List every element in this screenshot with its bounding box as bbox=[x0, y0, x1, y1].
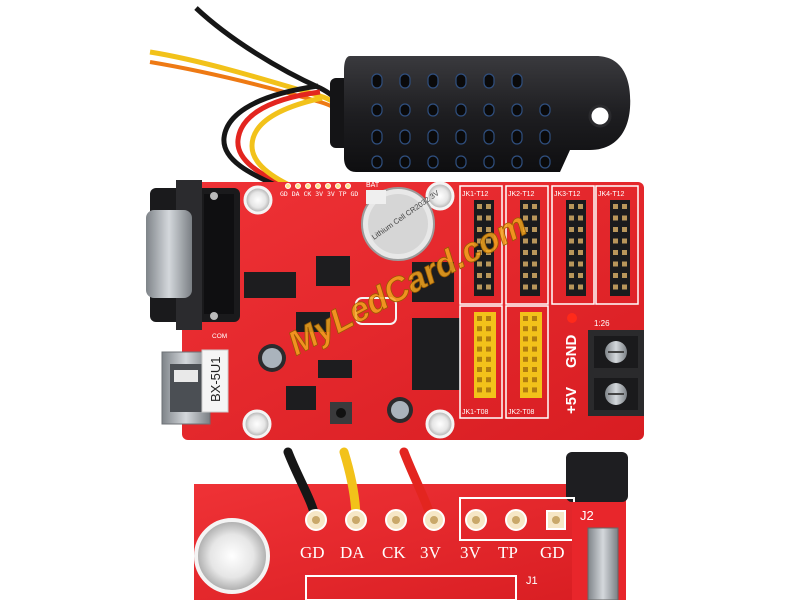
t08-headers: JK1-T08 JK2-T08 bbox=[459, 305, 549, 419]
sensor-vent bbox=[455, 129, 467, 145]
humidity-sensor bbox=[330, 56, 631, 172]
pin-header bbox=[566, 200, 586, 296]
sensor-vent bbox=[427, 73, 439, 89]
power-header-label: 1:26 bbox=[594, 319, 610, 328]
coin-cell-battery: Lithium Cell CR2032 3V bbox=[361, 187, 441, 261]
hub-headers: JK1-T12 JK2-T12 JK3-T12 JK4-T12 bbox=[459, 185, 639, 305]
pin-label: CK bbox=[382, 543, 406, 562]
sensor-vent bbox=[511, 129, 523, 145]
sensor-vent bbox=[483, 129, 495, 145]
mount-hole bbox=[243, 185, 273, 215]
header-label-top: JK4-T12 bbox=[598, 191, 625, 198]
pin-header bbox=[520, 200, 540, 296]
mount-hole bbox=[242, 409, 272, 439]
mount-hole bbox=[425, 181, 455, 211]
controller-board: BX-5U1 Lithium Cell CR2032 3V BAT GD DA … bbox=[146, 180, 644, 440]
sensor-vent bbox=[539, 155, 551, 169]
ic-chip bbox=[412, 318, 460, 390]
pin-label: TP bbox=[498, 543, 518, 562]
closeup-connector bbox=[587, 527, 619, 600]
sensor-vent bbox=[539, 103, 551, 117]
sensor-vent bbox=[427, 103, 439, 117]
ic-chip bbox=[318, 360, 352, 378]
ic-chip bbox=[296, 312, 330, 332]
crystal-oscillator bbox=[355, 297, 397, 325]
sensor-vent bbox=[483, 155, 495, 169]
header-label-top: JK1-T12 bbox=[462, 191, 489, 198]
pin-label: 3V bbox=[460, 543, 482, 562]
pin-label: GD bbox=[300, 543, 325, 562]
ic-chip bbox=[316, 256, 350, 286]
sensor-vent bbox=[511, 103, 523, 117]
sensor-vent bbox=[399, 73, 411, 89]
sensor-vent bbox=[399, 103, 411, 117]
j1-label: J1 bbox=[526, 575, 538, 587]
capacitor bbox=[258, 344, 286, 372]
usb-sticker-label: BX-5U1 bbox=[208, 356, 223, 402]
sensor-vent bbox=[455, 103, 467, 117]
ic-chip bbox=[286, 386, 316, 410]
pin-header-yellow bbox=[520, 312, 542, 398]
plus-5v-label: +5V bbox=[563, 387, 580, 414]
sensor-vent bbox=[399, 155, 411, 169]
usb-port: BX-5U1 bbox=[161, 349, 229, 425]
sensor-vent bbox=[511, 155, 523, 169]
db9-serial-connector bbox=[146, 180, 240, 330]
ic-chip bbox=[412, 262, 454, 302]
sensor-vent bbox=[539, 129, 551, 145]
bat-label: BAT bbox=[366, 182, 380, 189]
sensor-vent bbox=[399, 129, 411, 145]
status-led bbox=[567, 313, 577, 323]
pin-label: DA bbox=[340, 543, 365, 562]
sensor-vent bbox=[483, 103, 495, 117]
sensor-wires bbox=[149, 6, 343, 193]
sensor-vent bbox=[455, 73, 467, 89]
header-label-bottom: JK1-T08 bbox=[462, 409, 489, 416]
top-pin-silk: GD DA CK 3V 3V TP GD bbox=[280, 190, 358, 198]
sensor-vent bbox=[371, 103, 383, 117]
header-label-top: JK3-T12 bbox=[554, 191, 581, 198]
power-terminal bbox=[588, 330, 644, 416]
pin-header bbox=[474, 200, 494, 296]
pin-header bbox=[610, 200, 630, 296]
j2-label: J2 bbox=[580, 508, 594, 523]
header-label-bottom: JK2-T08 bbox=[508, 409, 535, 416]
sensor-vent bbox=[427, 129, 439, 145]
sensor-vent bbox=[371, 155, 383, 169]
pin-label: 3V bbox=[420, 543, 442, 562]
sensor-vent bbox=[371, 129, 383, 145]
closeup-mount-hole bbox=[194, 518, 270, 594]
sensor-vent bbox=[483, 73, 495, 89]
mount-hole bbox=[425, 409, 455, 439]
gnd-label: GND bbox=[563, 335, 580, 369]
sensor-vent bbox=[511, 73, 523, 89]
pin-label: GD bbox=[540, 543, 565, 562]
pin-header-yellow bbox=[474, 312, 496, 398]
header-label-top: JK2-T12 bbox=[508, 191, 535, 198]
ic-chip bbox=[244, 272, 296, 298]
sensor-vent bbox=[371, 73, 383, 89]
com-label: COM bbox=[212, 333, 227, 340]
capacitor bbox=[387, 397, 413, 423]
sensor-vent bbox=[455, 155, 467, 169]
pin-closeup: GD DA CK 3V 3V TP GD J2 J1 bbox=[194, 447, 628, 600]
sensor-vent bbox=[427, 155, 439, 169]
